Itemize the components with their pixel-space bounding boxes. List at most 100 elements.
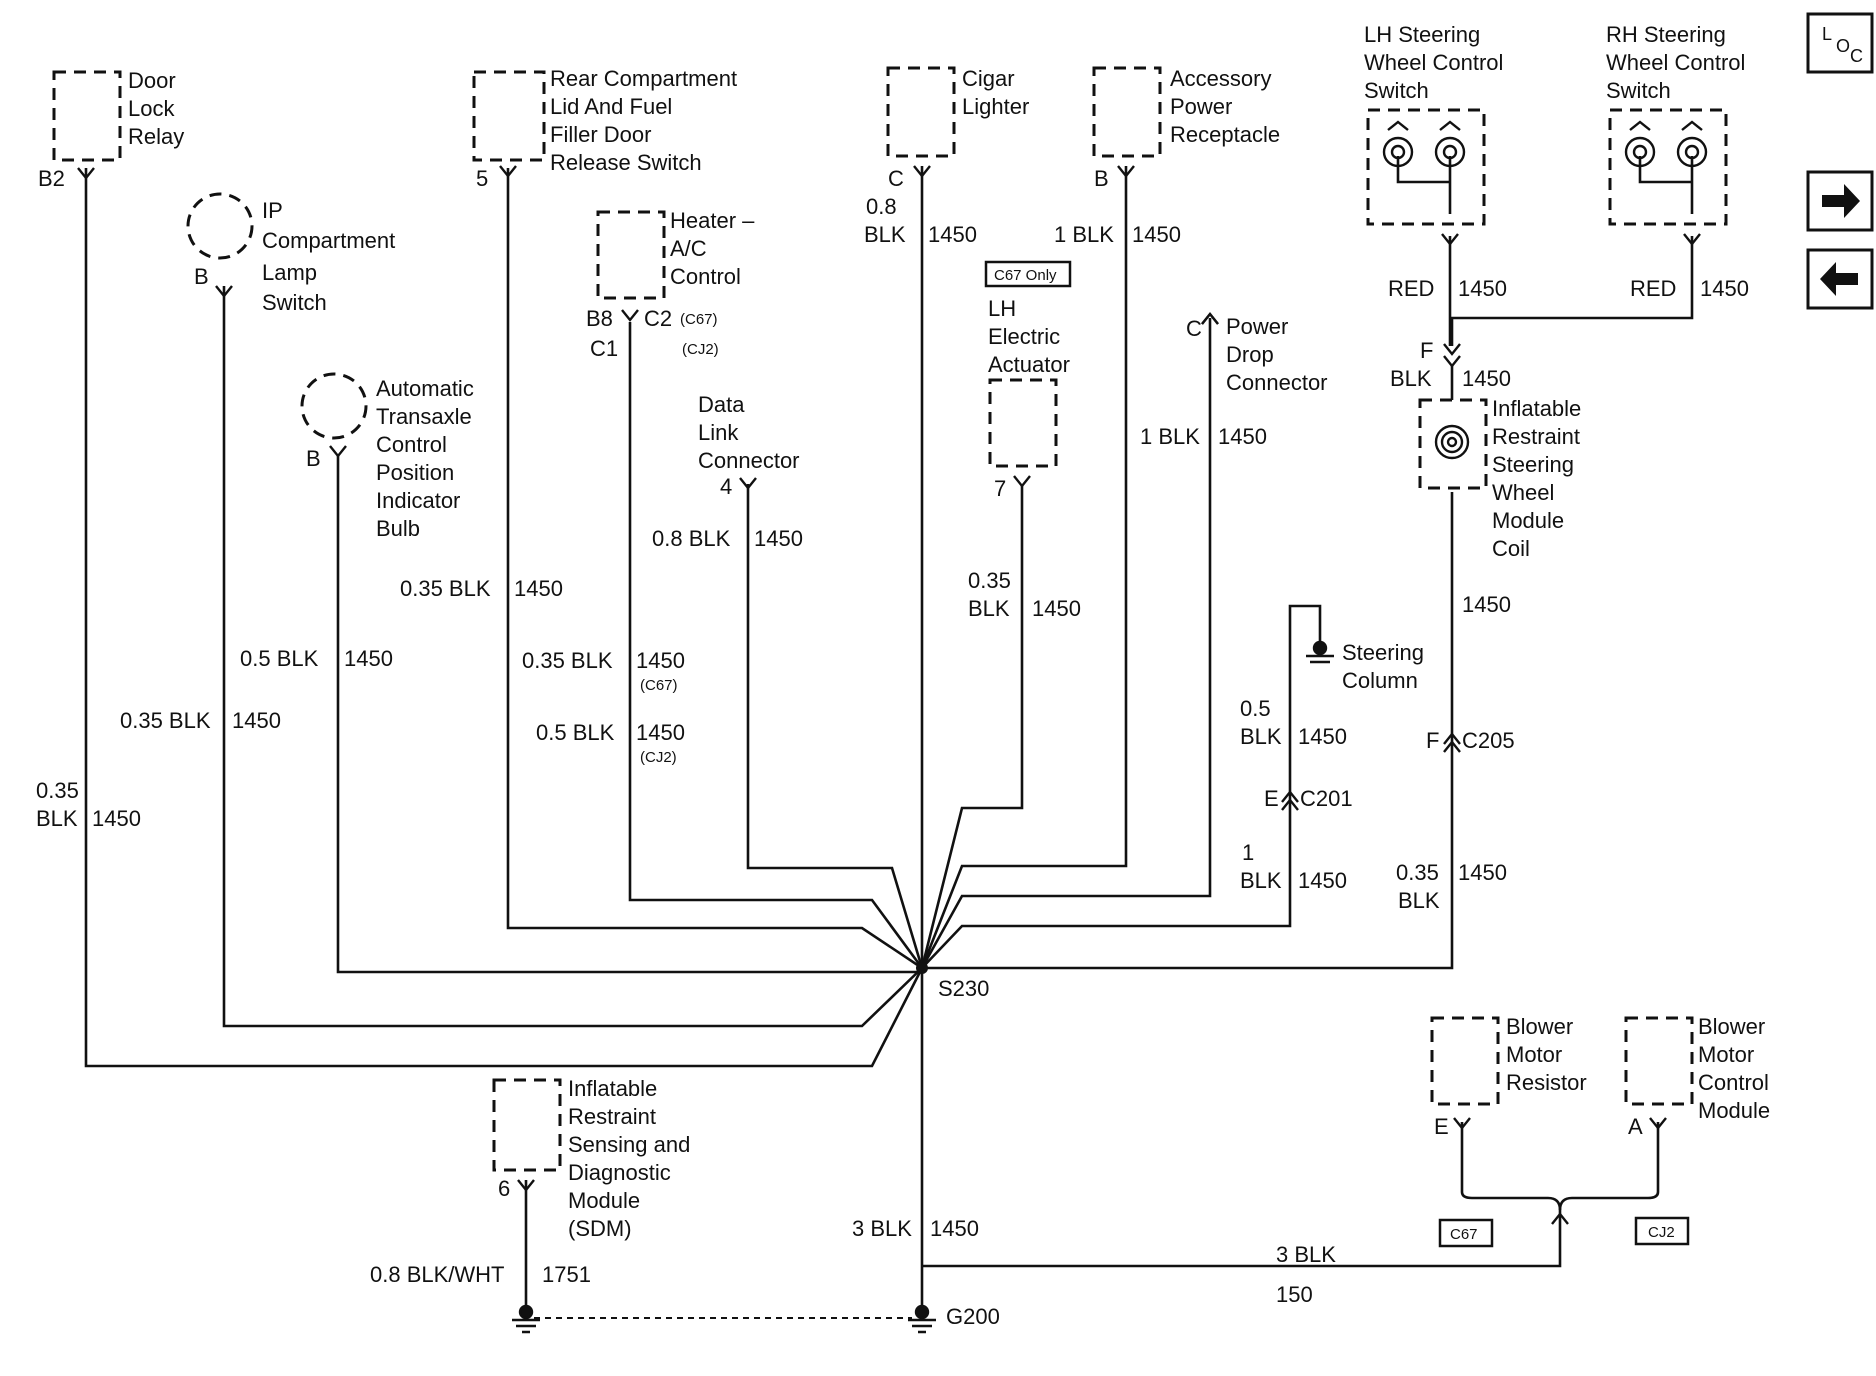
terminal-cigar bbox=[913, 165, 931, 178]
hvac-control-label: Heater – A/C Control bbox=[670, 208, 761, 289]
wire-label-ip-lamp: 0.35 BLK bbox=[120, 708, 211, 733]
blower-module-box bbox=[1624, 1016, 1694, 1106]
blower-resistor-box bbox=[1430, 1016, 1500, 1106]
swc-switch-symbols bbox=[1382, 120, 1708, 168]
pin-door-lock: B2 bbox=[38, 166, 65, 191]
c67-tag-box bbox=[1438, 1218, 1494, 1248]
sdm-label: Inflatable Restraint Sensing and Diagnos… bbox=[568, 1076, 696, 1241]
terminal-rear bbox=[499, 165, 517, 178]
terminal-coil bbox=[1443, 343, 1461, 368]
cj2-tag-box bbox=[1634, 1216, 1690, 1246]
loc-button[interactable]: L O C bbox=[1806, 12, 1874, 74]
lh-switch-icon bbox=[1434, 136, 1466, 168]
c67-only-tag: C67 Only bbox=[994, 267, 1057, 284]
splice-s230-dot bbox=[916, 962, 928, 974]
rh-switch-icon bbox=[1624, 136, 1656, 168]
loc-letter-c: C bbox=[1850, 46, 1863, 66]
pin-cigar: C bbox=[888, 166, 904, 191]
connector-c205: C205 bbox=[1462, 728, 1515, 753]
circuit-ground: 1450 bbox=[930, 1216, 979, 1241]
pin-accessory: B bbox=[1094, 166, 1109, 191]
prev-page-button[interactable] bbox=[1806, 248, 1874, 310]
power-drop-label: Power Drop Connector bbox=[1226, 314, 1328, 395]
wire-label-power-drop: 1 BLK bbox=[1140, 424, 1200, 449]
g200-ground-icon bbox=[914, 1304, 930, 1320]
lh-actuator-label: LH Electric Actuator bbox=[988, 296, 1070, 377]
pin-blower-module: A bbox=[1628, 1114, 1643, 1139]
tag-c67: C67 bbox=[1450, 1226, 1478, 1243]
circuit-rear: 1450 bbox=[514, 576, 563, 601]
wire-label-atcp: 0.5 BLK bbox=[240, 646, 319, 671]
rh-swc-box bbox=[1608, 108, 1728, 226]
circuit-coil-out: 1450 bbox=[1462, 592, 1511, 617]
wire-label-door-lock: 0.35 BLK bbox=[36, 778, 85, 831]
terminal-actuator bbox=[1013, 475, 1031, 488]
atcp-bulb-circle bbox=[300, 372, 368, 440]
blower-module-label: Blower Motor Control Module bbox=[1698, 1014, 1775, 1123]
tag-hvac-cj2: (CJ2) bbox=[682, 341, 719, 358]
sdm-box bbox=[492, 1078, 562, 1172]
wire-label-hvac-cj2: 0.5 BLK bbox=[536, 720, 615, 745]
cigar-lighter-label: Cigar Lighter bbox=[962, 66, 1029, 119]
wire-label-cigar: 0.8 BLK bbox=[864, 194, 906, 247]
door-lock-relay-label: Door Lock Relay bbox=[128, 68, 184, 149]
rear-compartment-label: Rear Compartment Lid And Fuel Filler Doo… bbox=[550, 66, 743, 175]
sir-coil-label: Inflatable Restraint Steering Wheel Modu… bbox=[1492, 396, 1587, 561]
terminal-c205 bbox=[1443, 732, 1461, 753]
wire-label-ground: 3 BLK bbox=[852, 1216, 912, 1241]
arrow-left-icon bbox=[1820, 262, 1858, 296]
wire-label-rear: 0.35 BLK bbox=[400, 576, 491, 601]
accessory-power-label: Accessory Power Receptacle bbox=[1170, 66, 1280, 147]
lh-swc-box bbox=[1366, 108, 1486, 226]
wire-ip-lamp bbox=[222, 286, 923, 1028]
wire-door-lock bbox=[84, 168, 924, 1068]
pin-c201: E bbox=[1264, 786, 1279, 811]
circuit-ip-lamp: 1450 bbox=[232, 708, 281, 733]
pin-rear: 5 bbox=[476, 166, 488, 191]
sdm-ground-icon bbox=[518, 1304, 534, 1320]
wire-label-c201-out: 1 BLK bbox=[1240, 840, 1282, 893]
atcp-bulb-label: Automatic Transaxle Control Position Ind… bbox=[376, 376, 480, 541]
circuit-blower: 150 bbox=[1276, 1282, 1313, 1307]
circuit-dlc: 1450 bbox=[754, 526, 803, 551]
tag-wire-cj2: (CJ2) bbox=[640, 749, 677, 766]
circuit-lh-swc: 1450 bbox=[1458, 276, 1507, 301]
wire-label-column: 0.5 BLK bbox=[1240, 696, 1282, 749]
rh-swc-label: RH Steering Wheel Control Switch bbox=[1606, 22, 1752, 103]
next-page-button[interactable] bbox=[1806, 170, 1874, 232]
terminal-hvac bbox=[621, 309, 639, 322]
ground-column-arrow bbox=[1201, 312, 1219, 325]
pin-c205: F bbox=[1426, 728, 1439, 753]
wire-actuator bbox=[920, 484, 1024, 969]
wire-hvac bbox=[628, 322, 924, 969]
dlc-label: Data Link Connector bbox=[698, 392, 800, 473]
terminal-ip-lamp bbox=[215, 285, 233, 298]
pin-blower-resistor: E bbox=[1434, 1114, 1449, 1139]
circuit-atcp: 1450 bbox=[344, 646, 393, 671]
wire-rh-swc bbox=[1450, 236, 1694, 346]
wire-power-drop bbox=[920, 318, 1212, 969]
pin-dlc: 4 bbox=[720, 474, 732, 499]
circuit-coil-in: 1450 bbox=[1462, 366, 1511, 391]
rear-compartment-box bbox=[472, 70, 546, 162]
circuit-accessory: 1450 bbox=[1132, 222, 1181, 247]
pin-hvac-c1: C1 bbox=[590, 336, 618, 361]
terminal-symbols bbox=[77, 165, 1701, 1225]
pin-sdm: 6 bbox=[498, 1176, 510, 1201]
wire-label-hvac-c67: 0.35 BLK bbox=[522, 648, 613, 673]
circuit-column: 1450 bbox=[1298, 724, 1347, 749]
arrow-right-icon bbox=[1822, 184, 1860, 218]
pin-power-drop: C bbox=[1186, 316, 1202, 341]
terminal-blower-join bbox=[1551, 1212, 1569, 1225]
wire-blower-module bbox=[1558, 1122, 1660, 1211]
ground-g200-label: G200 bbox=[946, 1304, 1000, 1329]
clock-spring-coil-icon bbox=[1434, 424, 1470, 460]
tag-hvac-c67: (C67) bbox=[680, 311, 718, 328]
terminal-atcp bbox=[329, 445, 347, 458]
door-lock-relay-box bbox=[52, 70, 122, 162]
pin-hvac-c2: C2 bbox=[644, 306, 672, 331]
wire-steering-column bbox=[921, 604, 1322, 969]
terminal-sdm bbox=[517, 1179, 535, 1192]
terminal-c201 bbox=[1281, 790, 1299, 811]
steering-column-ground-icon bbox=[1312, 640, 1328, 656]
